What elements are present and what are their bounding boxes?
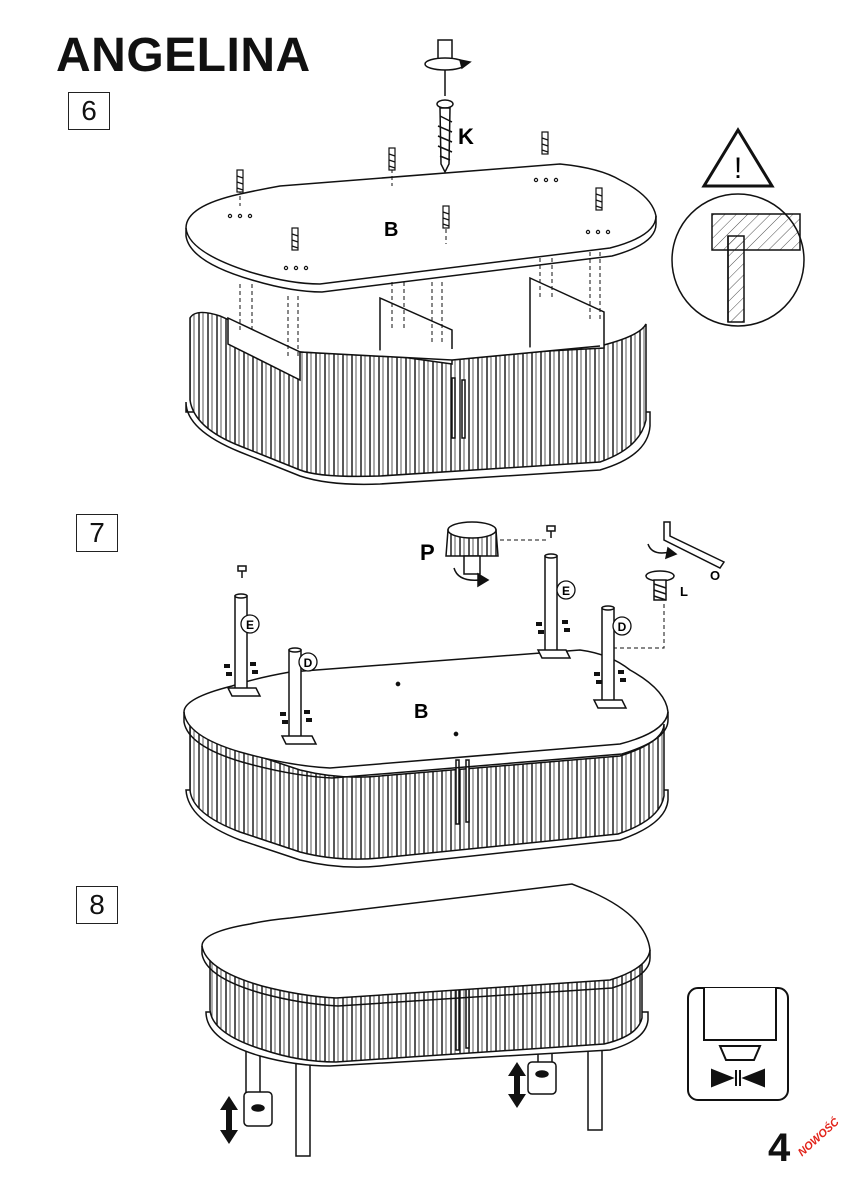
label-top-panel-b-step7: B [414, 701, 428, 723]
step-number-7: 7 [76, 514, 118, 552]
label-leg-d-2: D [618, 620, 627, 634]
adjuster-foot [445, 521, 499, 588]
hex-key-icon [645, 521, 726, 601]
step7-leg-screws [224, 620, 626, 724]
step7-legs [226, 525, 628, 745]
detail-magnifier [671, 193, 805, 327]
label-adjuster-p: P [420, 540, 435, 565]
guide-bolt [614, 604, 665, 649]
inward-arrows-icon [687, 987, 789, 1101]
label-screw-k: K [458, 124, 474, 149]
label-leg-d-1: D [304, 656, 313, 670]
warning-triangle-icon: ! [701, 127, 775, 188]
screwdriver-icon [424, 39, 472, 174]
warning-symbol: ! [734, 152, 742, 185]
step8-cabinet [201, 883, 651, 1157]
step7-cabinet-body [185, 717, 669, 868]
label-leg-e-2: E [562, 584, 570, 598]
step-number-8: 8 [76, 886, 118, 924]
label-top-panel-b: B [384, 219, 398, 241]
step7-leg-labels [240, 580, 632, 672]
page-number: 4 [768, 1126, 791, 1170]
page-title: ANGELINA [56, 29, 311, 82]
label-bolt-l: L [680, 584, 688, 599]
label-leg-e-1: E [246, 618, 254, 632]
step6-cabinet-body [185, 276, 651, 486]
step6-top-panel [185, 163, 657, 293]
step-number-6: 6 [68, 92, 110, 130]
label-hex-key-o: O [710, 568, 720, 583]
step6-screws [227, 131, 611, 271]
up-down-arrow-icon [220, 1062, 526, 1144]
foot-adjust-detail [243, 1061, 557, 1127]
